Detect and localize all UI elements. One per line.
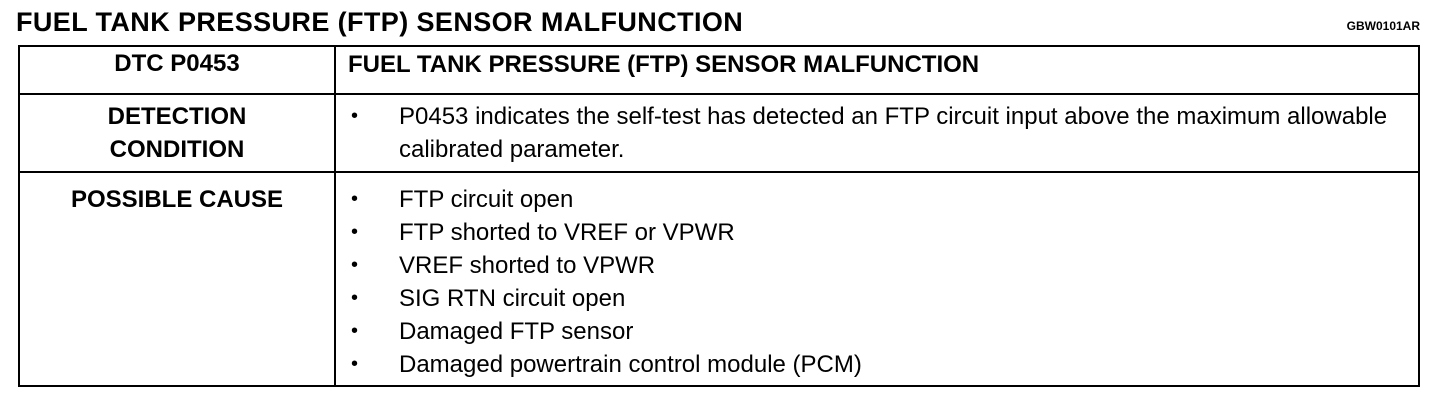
bullet-icon: • [351, 320, 359, 342]
list-item-text: FTP shorted to VREF or VPWR [399, 219, 735, 246]
table-row-detection-condition: DETECTION CONDITION • P0453 indicates th… [18, 93, 1420, 173]
detection-label-line-1: DETECTION [107, 103, 247, 130]
detection-condition-list: • P0453 indicates the self-test has dete… [337, 100, 1406, 166]
bullet-icon: • [351, 188, 359, 210]
list-item: • P0453 indicates the self-test has dete… [337, 100, 1406, 166]
page-title: FUEL TANK PRESSURE (FTP) SENSOR MALFUNCT… [16, 7, 744, 37]
bullet-icon: • [351, 221, 359, 243]
document-header: FUEL TANK PRESSURE (FTP) SENSOR MALFUNCT… [16, 2, 1420, 46]
list-item-text: FTP circuit open [399, 186, 574, 213]
list-item: • VREF shorted to VPWR [337, 249, 1406, 282]
dtc-table: DTC P0453 FUEL TANK PRESSURE (FTP) SENSO… [18, 45, 1420, 387]
list-item: • Damaged powertrain control module (PCM… [337, 348, 1406, 381]
bullet-icon: • [351, 287, 359, 309]
table-row-dtc: DTC P0453 FUEL TANK PRESSURE (FTP) SENSO… [18, 45, 1420, 95]
possible-cause-content: • FTP circuit open • FTP shorted to VREF… [334, 171, 1420, 387]
figure-code: GBW0101AR [1346, 19, 1420, 33]
possible-cause-label: POSSIBLE CAUSE [18, 171, 336, 387]
detection-condition-content: • P0453 indicates the self-test has dete… [334, 93, 1420, 173]
dtc-code-cell: DTC P0453 [18, 45, 336, 95]
list-item: • FTP shorted to VREF or VPWR [337, 216, 1406, 249]
list-item-text: SIG RTN circuit open [399, 285, 626, 312]
list-item-text: P0453 indicates the self-test has detect… [399, 103, 1388, 163]
list-item: • Damaged FTP sensor [337, 315, 1406, 348]
list-item: • SIG RTN circuit open [337, 282, 1406, 315]
bullet-icon: • [351, 105, 359, 127]
table-row-possible-cause: POSSIBLE CAUSE • FTP circuit open • FTP … [18, 171, 1420, 387]
list-item-text: Damaged FTP sensor [399, 318, 634, 345]
detection-condition-label: DETECTION CONDITION [18, 93, 336, 173]
detection-label-line-2: CONDITION [109, 136, 245, 163]
bullet-icon: • [351, 254, 359, 276]
list-item-text: Damaged powertrain control module (PCM) [399, 351, 862, 378]
dtc-title-cell: FUEL TANK PRESSURE (FTP) SENSOR MALFUNCT… [334, 45, 1420, 95]
list-item: • FTP circuit open [337, 183, 1406, 216]
bullet-icon: • [351, 353, 359, 375]
list-item-text: VREF shorted to VPWR [399, 252, 656, 279]
possible-cause-list: • FTP circuit open • FTP shorted to VREF… [337, 183, 1406, 381]
